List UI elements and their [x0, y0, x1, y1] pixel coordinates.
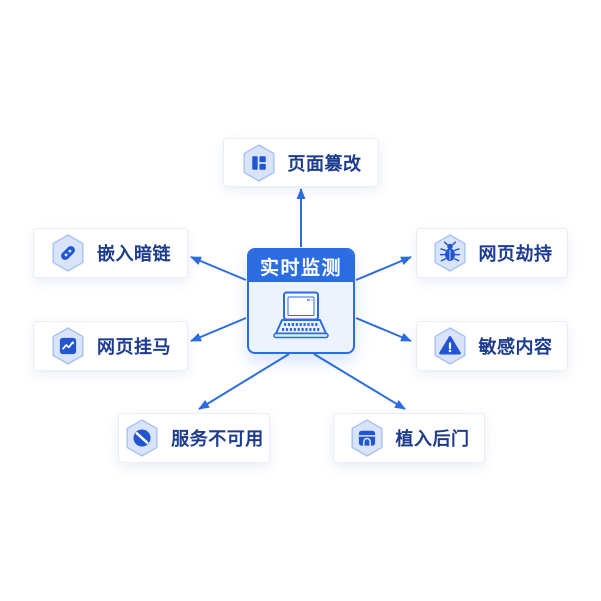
bug-icon: [433, 234, 466, 272]
center-title: 实时监测: [249, 250, 353, 282]
node-label: 页面篡改: [287, 153, 362, 174]
edge-bottom-left: [198, 353, 290, 410]
node-web-trojan: 网页挂马: [33, 321, 188, 371]
node-sensitive-content: 敏感内容: [416, 321, 568, 371]
blocked-icon: [126, 419, 158, 457]
node-service-unavailable: 服务不可用: [118, 413, 270, 463]
page-layout-icon: [242, 143, 275, 182]
door-icon: [350, 419, 383, 457]
node-hidden-link: 嵌入暗链: [33, 228, 188, 278]
center-node: 实时监测: [247, 248, 355, 354]
link-icon: [52, 234, 84, 272]
node-backdoor-implant: 植入后门: [333, 413, 485, 463]
node-label: 植入后门: [395, 429, 470, 449]
node-web-hijack: 网页劫持: [416, 228, 568, 278]
trend-chart-icon: [52, 327, 84, 365]
laptop-icon: [273, 291, 329, 339]
node-label: 服务不可用: [171, 429, 264, 449]
edge-bottom-right: [313, 353, 406, 410]
center-body: [249, 282, 353, 352]
node-label: 敏感内容: [478, 337, 553, 357]
warning-triangle-icon: [433, 327, 466, 365]
edge-right-lower: [355, 317, 412, 342]
edge-right-upper: [355, 256, 412, 281]
edge-left-lower: [190, 317, 247, 342]
node-label: 网页挂马: [97, 337, 171, 357]
node-label: 嵌入暗链: [97, 244, 171, 264]
node-page-tamper: 页面篡改: [223, 138, 379, 187]
edge-left-upper: [190, 256, 247, 281]
node-label: 网页劫持: [478, 244, 553, 264]
